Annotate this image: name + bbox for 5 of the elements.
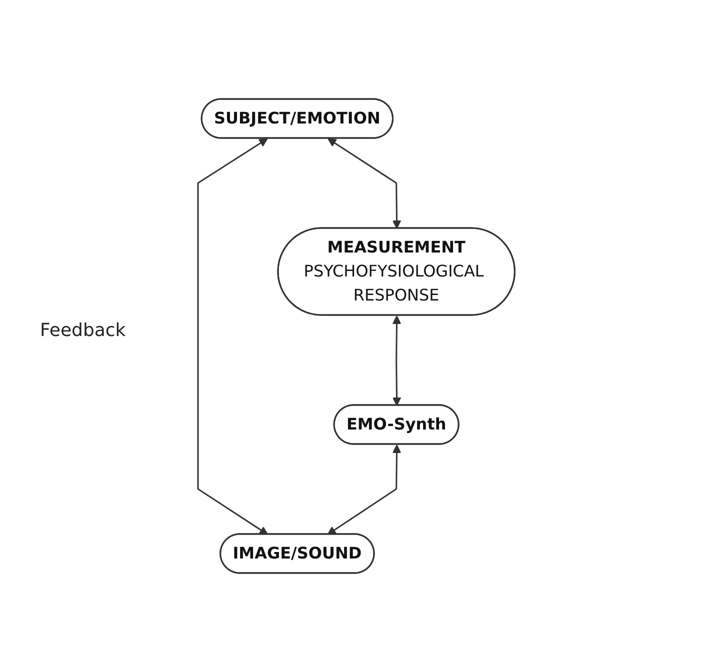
arrow	[197, 138, 268, 534]
arrow	[328, 138, 402, 228]
arrow	[392, 315, 402, 406]
arrow	[327, 444, 402, 534]
feedback-label: Feedback	[40, 320, 126, 341]
